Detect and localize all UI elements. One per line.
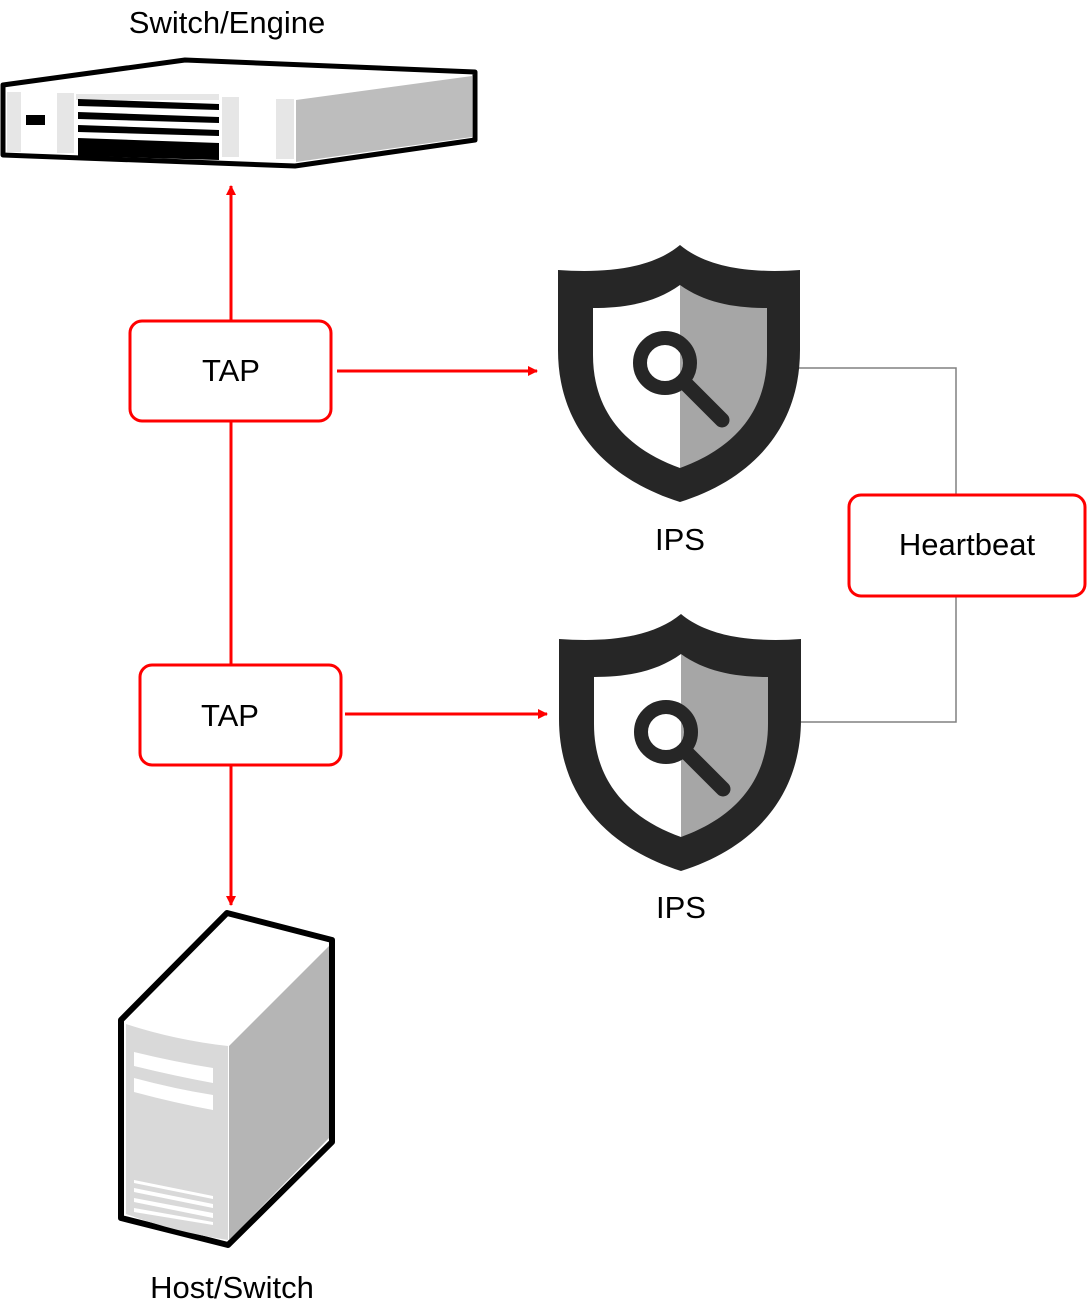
tap-top-box: TAP (128, 319, 333, 423)
heartbeat-line-top (798, 367, 957, 495)
heartbeat-line-bottom (800, 596, 957, 723)
host-switch-label: Host/Switch (150, 1270, 314, 1305)
switch-engine-label: Switch/Engine (129, 5, 325, 40)
server-tower-icon (118, 910, 335, 1248)
switch-device-icon (0, 57, 478, 169)
ips-bottom-node: IPS (559, 614, 801, 925)
shield-search-icon (558, 245, 800, 502)
ips-bottom-label: IPS (656, 890, 706, 925)
host-switch-node: Host/Switch (118, 910, 335, 1305)
ips-top-label: IPS (655, 522, 705, 557)
shield-search-icon (559, 614, 801, 871)
tap-bottom-label: TAP (201, 698, 259, 733)
heartbeat-box: Heartbeat (847, 493, 1087, 598)
tap-top-label: TAP (202, 353, 260, 388)
ips-top-node: IPS (558, 245, 800, 557)
tap-bottom-box: TAP (138, 663, 343, 767)
switch-engine-node: Switch/Engine (0, 5, 478, 169)
heartbeat-label: Heartbeat (899, 527, 1036, 562)
